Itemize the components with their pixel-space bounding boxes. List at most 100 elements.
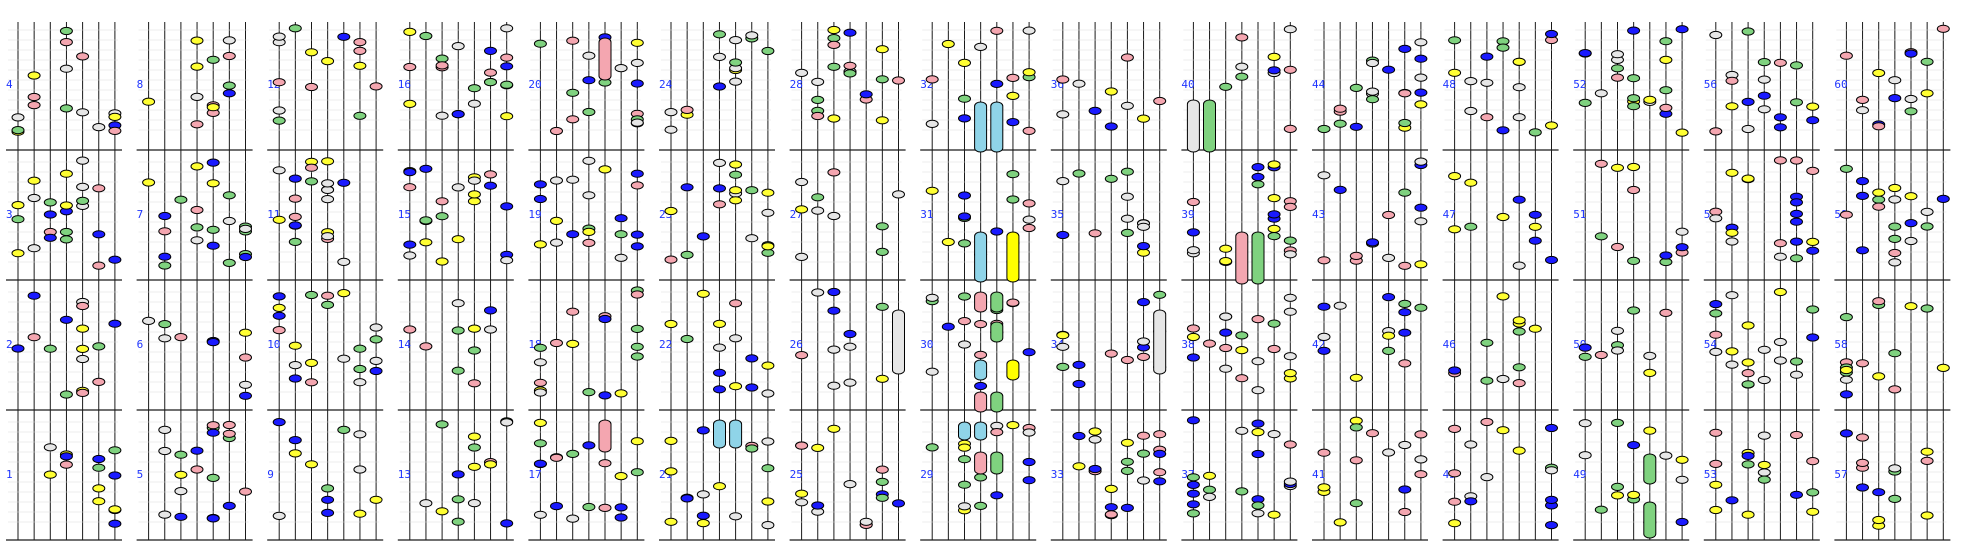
note-green xyxy=(337,425,351,434)
note-pink xyxy=(288,194,302,203)
note-gray xyxy=(1594,89,1608,98)
note-yellow xyxy=(1839,365,1853,375)
note-green xyxy=(1219,82,1233,91)
sustained-note-pink xyxy=(1235,231,1249,285)
note-pink xyxy=(1448,469,1462,478)
note-green xyxy=(1120,228,1134,237)
note-gray xyxy=(696,490,710,499)
note-yellow xyxy=(1382,331,1396,340)
note-pink xyxy=(843,61,857,70)
note-gray xyxy=(1790,370,1803,379)
note-green xyxy=(1611,418,1624,427)
note-blue xyxy=(1725,496,1739,505)
note-pink xyxy=(1235,374,1249,383)
note-yellow xyxy=(1675,455,1689,464)
note-pink xyxy=(1104,349,1118,358)
note-gray xyxy=(1056,342,1070,351)
note-green xyxy=(745,444,759,453)
measure-number: 51 xyxy=(1573,208,1586,221)
note-blue xyxy=(1545,29,1558,39)
note-pink xyxy=(1349,456,1363,465)
note-green xyxy=(1920,304,1934,313)
note-gray xyxy=(1283,307,1297,316)
note-yellow xyxy=(305,358,318,367)
note-pink xyxy=(630,290,644,299)
note-pink xyxy=(1773,156,1787,165)
note-yellow xyxy=(403,99,417,109)
note-gray xyxy=(958,502,971,511)
note-green xyxy=(1283,236,1297,245)
note-yellow xyxy=(1741,174,1755,183)
note-gray xyxy=(484,325,497,334)
note-yellow xyxy=(288,449,302,458)
note-yellow xyxy=(696,289,710,298)
note-pink xyxy=(1120,53,1134,62)
note-blue xyxy=(1186,353,1200,362)
note-blue xyxy=(630,230,644,239)
note-blue xyxy=(59,452,73,461)
note-gray xyxy=(925,293,939,302)
note-yellow xyxy=(321,57,335,66)
note-green xyxy=(1790,357,1803,366)
note-pink xyxy=(1153,96,1167,106)
sustained-note-green xyxy=(990,291,1004,313)
note-yellow xyxy=(1104,87,1118,96)
sustained-note-cyan xyxy=(974,359,988,381)
note-pink xyxy=(811,111,825,121)
note-green xyxy=(108,446,122,455)
note-green xyxy=(451,366,465,375)
note-pink xyxy=(467,379,481,388)
note-green xyxy=(435,420,449,429)
note-gray xyxy=(1414,217,1428,226)
note-pink xyxy=(1137,431,1150,440)
note-pink xyxy=(1283,202,1297,211)
note-yellow xyxy=(1872,68,1886,78)
note-gray xyxy=(664,125,678,134)
note-gray xyxy=(1022,215,1036,224)
note-green xyxy=(958,94,971,103)
note-yellow xyxy=(59,201,73,210)
note-yellow xyxy=(435,507,449,516)
note-blue xyxy=(598,391,612,400)
note-green xyxy=(11,126,25,135)
note-green xyxy=(1317,124,1331,134)
note-pink xyxy=(1448,424,1462,433)
measure-number: 54 xyxy=(1704,338,1718,351)
note-pink xyxy=(1153,430,1167,439)
note-pink xyxy=(27,101,41,110)
note-green xyxy=(1790,254,1803,263)
measure-number: 25 xyxy=(790,468,803,481)
measure-number: 15 xyxy=(398,208,411,221)
note-gray xyxy=(272,32,286,41)
note-pink xyxy=(1725,76,1739,85)
sustained-note-green xyxy=(990,451,1004,475)
note-green xyxy=(1251,180,1265,189)
note-yellow xyxy=(76,344,90,353)
note-green xyxy=(1611,482,1624,491)
note-gray xyxy=(1022,428,1036,437)
note-gray xyxy=(1414,73,1428,82)
note-yellow xyxy=(598,165,612,174)
note-blue xyxy=(206,241,220,250)
note-pink xyxy=(1856,359,1869,368)
note-gray xyxy=(76,108,90,117)
note-yellow xyxy=(1725,102,1739,111)
note-gray xyxy=(353,378,367,387)
note-gray xyxy=(761,437,775,446)
note-yellow xyxy=(1267,194,1281,203)
measure-number: 17 xyxy=(528,468,541,481)
measure-number: 5 xyxy=(137,468,144,481)
note-green xyxy=(174,195,188,204)
note-green xyxy=(1414,303,1428,312)
note-yellow xyxy=(1219,257,1233,266)
note-blue xyxy=(941,322,955,331)
note-yellow xyxy=(1806,237,1820,246)
note-yellow xyxy=(761,242,775,251)
note-gray xyxy=(1186,246,1200,255)
note-gray xyxy=(566,175,580,184)
note-blue xyxy=(1741,451,1755,460)
note-yellow xyxy=(630,437,644,446)
note-gray xyxy=(827,345,841,354)
note-yellow xyxy=(239,328,252,337)
note-green xyxy=(974,501,988,510)
